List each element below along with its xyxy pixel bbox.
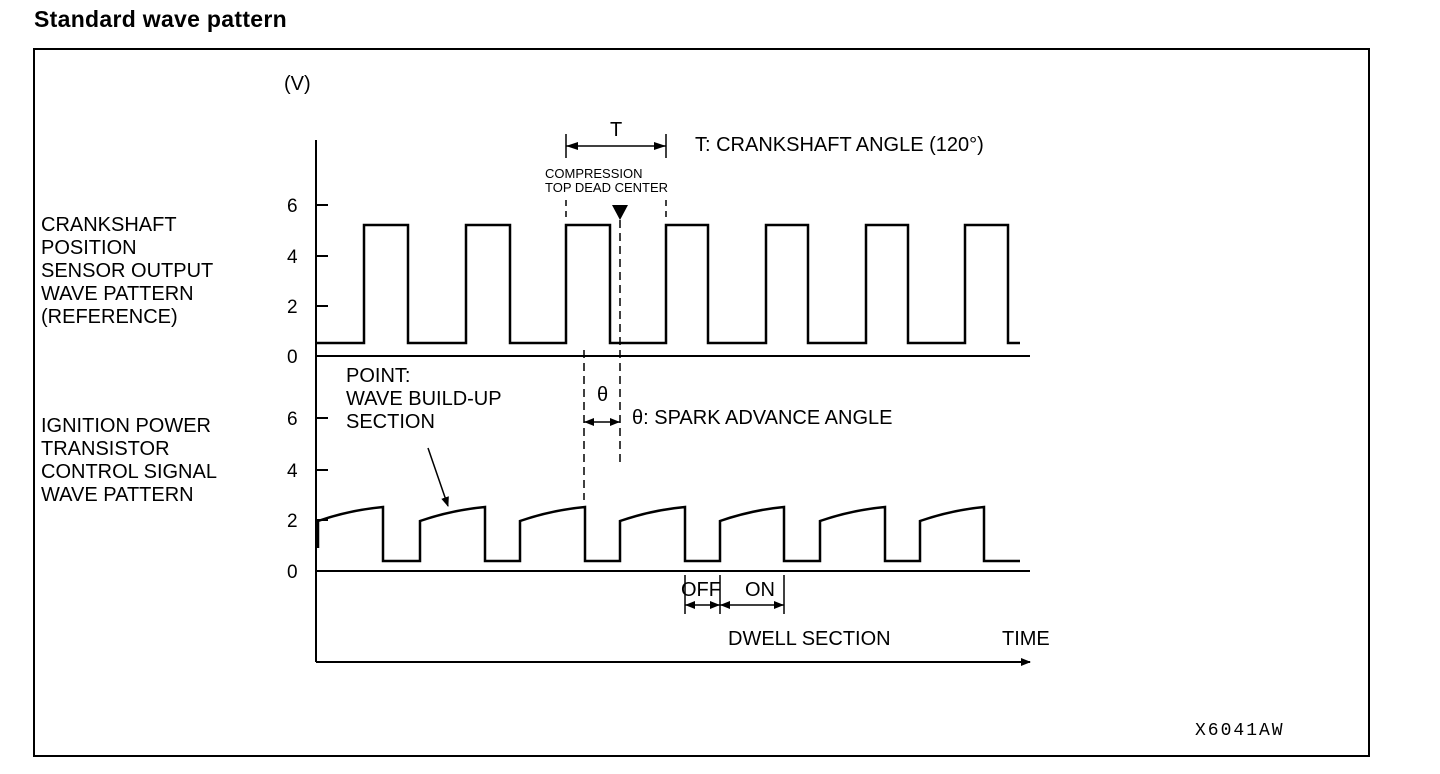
- top-tick-2: 2: [287, 297, 298, 318]
- bottom-tick-4: 4: [287, 461, 298, 482]
- tdc-triangle-icon: [612, 205, 628, 220]
- top-tick-4: 4: [287, 247, 298, 268]
- point-leader-line: [427, 447, 449, 507]
- off-label: OFF: [681, 579, 721, 601]
- figure-code: X6041AW: [1195, 721, 1285, 741]
- point-label: POINT: WAVE BUILD-UP SECTION: [346, 365, 507, 433]
- bottom-signal-label: IGNITION POWER TRANSISTOR CONTROL SIGNAL…: [41, 415, 222, 506]
- diagram-frame: [33, 48, 1370, 757]
- page-title: Standard wave pattern: [34, 6, 287, 32]
- theta-marker-label: θ: [597, 384, 608, 406]
- t-description: T: CRANKSHAFT ANGLE (120°): [695, 134, 984, 156]
- bottom-tick-2: 2: [287, 511, 298, 532]
- dwell-section-label: DWELL SECTION: [728, 628, 891, 650]
- top-signal-label: CRANKSHAFT POSITION SENSOR OUTPUT WAVE P…: [41, 214, 218, 328]
- top-y-ticks: [316, 204, 328, 307]
- t-marker-label: T: [610, 119, 622, 141]
- bottom-y-ticks: [316, 417, 328, 521]
- bottom-tick-0: 0: [287, 562, 298, 583]
- on-label: ON: [745, 579, 775, 601]
- t-arrow-right: [654, 142, 666, 150]
- top-tick-6: 6: [287, 196, 298, 217]
- ignition-control-wave: [316, 505, 1020, 563]
- crankshaft-square-wave: [316, 223, 1020, 345]
- tdc-label: COMPRESSION TOP DEAD CENTER: [545, 166, 668, 195]
- y-unit-label: (V): [284, 73, 311, 95]
- time-label: TIME: [1002, 628, 1050, 650]
- theta-description: θ: SPARK ADVANCE ANGLE: [632, 407, 892, 429]
- t-arrow-left: [566, 142, 578, 150]
- top-tick-0: 0: [287, 347, 298, 368]
- bottom-tick-6: 6: [287, 409, 298, 430]
